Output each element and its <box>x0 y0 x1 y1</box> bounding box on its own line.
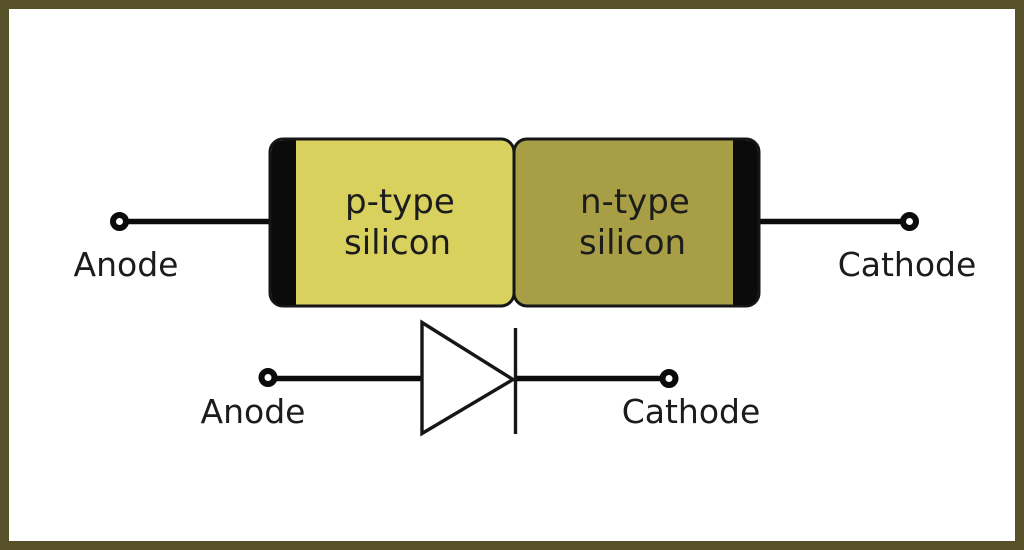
pn-structure-diagram: p-type silicon n-type silicon Anode Cath… <box>74 137 977 308</box>
symbol-anode-terminal-dot <box>258 368 278 387</box>
cathode-terminal-dot <box>900 212 919 231</box>
n-region-label-line2: silicon <box>579 223 686 263</box>
diode-triangle-icon <box>420 319 517 437</box>
anode-contact-band <box>271 140 296 305</box>
n-type-region <box>512 137 761 308</box>
n-region-label-line1: n-type <box>580 182 690 222</box>
symbol-cathode-label: Cathode <box>622 392 761 431</box>
diode-symbol-diagram: Anode Cathode <box>201 319 761 437</box>
p-region-label-line1: p-type <box>345 182 455 222</box>
structure-cathode-label: Cathode <box>838 245 977 284</box>
symbol-anode-label: Anode <box>201 392 306 431</box>
structure-anode-label: Anode <box>74 245 179 284</box>
symbol-cathode-terminal-dot <box>659 369 679 388</box>
anode-terminal-dot <box>110 212 129 231</box>
p-region-label-line2: silicon <box>344 223 451 263</box>
cathode-contact-band <box>733 140 758 305</box>
